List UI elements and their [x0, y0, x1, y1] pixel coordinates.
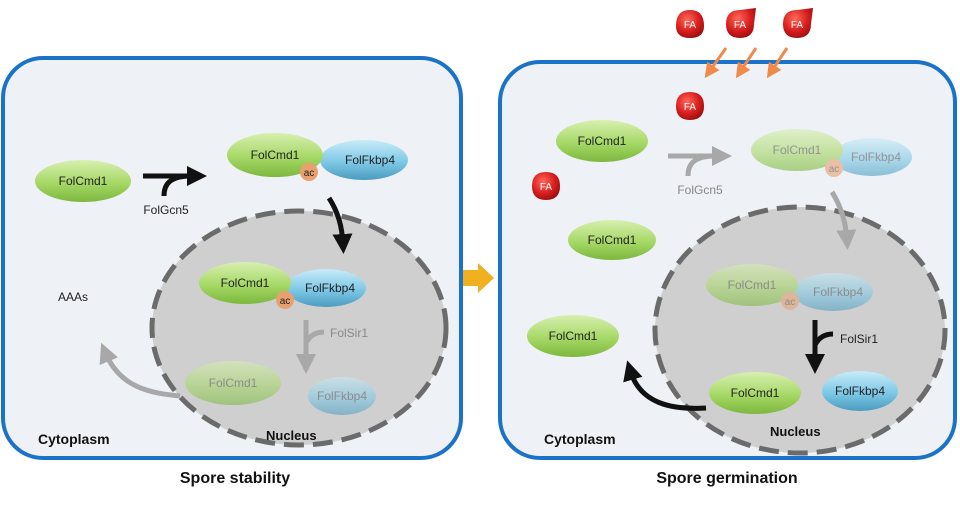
left-folgcn5-label: FolGcn5 — [143, 203, 189, 217]
diagram-label: FolFkbp4 — [305, 281, 355, 295]
fa-entry-arrow — [704, 47, 728, 79]
right-complex-top: FolCmd1 FolFkbp4 ac — [751, 129, 912, 177]
right-complex-nucleus: FolCmd1 FolFkbp4 ac — [706, 264, 873, 311]
diagram-label: FolCmd1 — [588, 233, 637, 247]
diagram-label: FolCmd1 — [209, 376, 258, 390]
diagram-label: FolFkbp4 — [851, 150, 901, 164]
left-folsir1-label: FolSir1 — [330, 326, 368, 340]
fa-entry-arrow — [766, 47, 789, 79]
left-faded-proteins: FolCmd1 FolFkbp4 — [185, 361, 376, 415]
left-folcmd1-nucleus — [199, 262, 291, 304]
diagram-label: ac — [829, 164, 840, 175]
left-complex-top: FolCmd1 FolFkbp4 ac — [227, 133, 408, 181]
left-folfkbp4-nucleus — [286, 269, 366, 307]
right-nucleus — [652, 204, 948, 456]
diagram-label: FA — [684, 102, 697, 113]
fa-entry-arrow — [735, 47, 758, 79]
right-nucleus-label: Nucleus — [770, 424, 821, 439]
diagram-label: FolFkbp4 — [835, 384, 885, 398]
diagram-label: FolCmd1 — [773, 143, 822, 157]
left-cytoplasm-label: Cytoplasm — [38, 431, 110, 447]
left-export-arrow — [99, 342, 181, 399]
fa-molecule: FA — [676, 10, 704, 38]
left-caption: Spore stability — [180, 470, 290, 487]
right-cytoplasm-label: Cytoplasm — [544, 431, 616, 447]
diagram-label: ac — [785, 297, 796, 308]
transition-arrow — [463, 263, 494, 293]
right-caption: Spore germination — [656, 470, 797, 487]
diagram-label: FolFkbp4 — [345, 153, 395, 167]
diagram-label: FA — [684, 20, 697, 31]
left-aaas-label: AAAs — [58, 290, 88, 304]
fa-molecule: FA — [532, 172, 560, 200]
diagram-label: FolCmd1 — [549, 329, 598, 343]
fa-molecule: FA — [726, 8, 756, 38]
left-nucleus-label: Nucleus — [266, 428, 317, 443]
diagram-label: FA — [540, 182, 553, 193]
left-ac-top — [300, 163, 318, 181]
right-folcmd1-b: FolCmd1 — [568, 220, 656, 260]
left-folcmd1-top — [227, 133, 323, 177]
diagram-label: FA — [734, 20, 747, 31]
right-folcmd1-a: FolCmd1 — [556, 120, 648, 162]
left-acetylation-arrow: FolGcn5 — [143, 166, 207, 217]
right-folsir1-label: FolSir1 — [840, 332, 878, 346]
diagram-label: FolFkbp4 — [317, 389, 367, 403]
right-export-arrow — [623, 360, 707, 411]
diagram-label: FolCmd1 — [59, 174, 108, 188]
diagram-label: FolFkbp4 — [813, 285, 863, 299]
right-folgcn5-label: FolGcn5 — [677, 183, 723, 197]
right-folfkbp4-nucleus: FolFkbp4 — [822, 371, 898, 411]
diagram-label: FA — [791, 20, 804, 31]
left-import-arrow — [326, 196, 353, 254]
right-import-arrow — [829, 190, 857, 250]
diagram-label: FolCmd1 — [578, 134, 627, 148]
right-acetylation-arrow: FolGcn5 — [668, 146, 732, 197]
right-deacetylation-arrow: FolSir1 — [805, 320, 878, 374]
left-nucleus — [149, 208, 449, 448]
left-deacetylation-arrow: FolSir1 — [296, 320, 368, 374]
fa-molecule: FA — [783, 8, 813, 38]
left-complex-nucleus: FolCmd1 FolFkbp4 ac — [199, 262, 366, 309]
diagram-label: ac — [304, 168, 315, 179]
right-folcmd1-nucleus: FolCmd1 — [709, 372, 801, 414]
right-folcmd1-c: FolCmd1 — [527, 315, 619, 357]
diagram-label: FolCmd1 — [731, 386, 780, 400]
diagram-label: FolCmd1 — [728, 278, 777, 292]
right-cell: FA FA FA FA FA FolCmd1 FolCmd1 — [498, 8, 957, 460]
diagram-label: FolCmd1 — [251, 148, 300, 162]
left-folcmd1-free: FolCmd1 — [35, 160, 131, 202]
left-folfkbp4-top — [320, 140, 408, 180]
diagram-label: FolCmd1 — [221, 276, 270, 290]
left-cell: FolCmd1 FolGcn5 FolCmd1 FolFkbp4 ac FolC… — [1, 56, 463, 460]
fa-molecule: FA — [676, 92, 704, 120]
diagram-label: ac — [280, 296, 291, 307]
left-ac-nucleus — [276, 291, 294, 309]
